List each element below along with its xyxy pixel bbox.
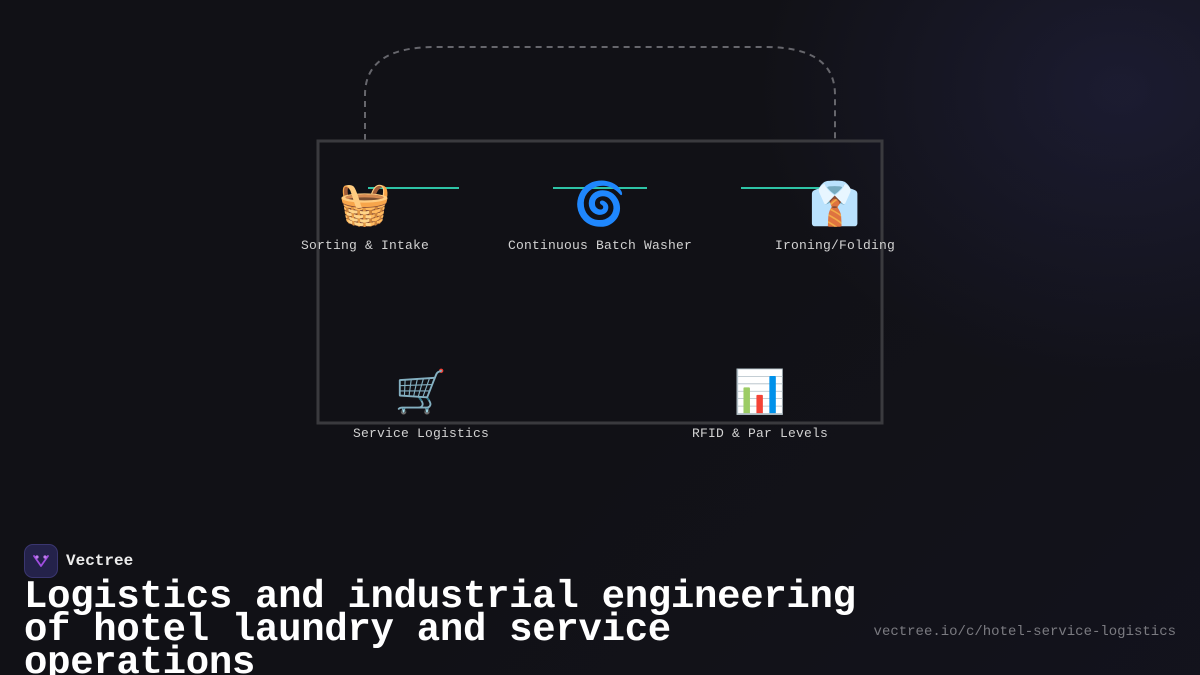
node-continuous-batch-washer: 🌀 Continuous Batch Washer: [507, 179, 693, 254]
node-label: Sorting & Intake: [300, 238, 430, 253]
shopping-cart-icon: 🛒: [394, 367, 448, 416]
node-label: RFID & Par Levels: [691, 426, 829, 441]
node-label: Ironing/Folding: [774, 238, 896, 253]
bar-chart-icon: 📊: [733, 367, 787, 416]
source-url[interactable]: vectree.io/c/hotel-service-logistics: [873, 624, 1176, 640]
return-loop-connector: [364, 46, 836, 140]
vectree-logo-icon: [24, 544, 58, 578]
brand: Vectree: [24, 544, 133, 578]
node-rfid-par-levels: 📊 RFID & Par Levels: [691, 367, 829, 442]
brand-name: Vectree: [66, 552, 134, 570]
laundry-basket-icon: 🧺: [338, 179, 392, 228]
diagram-frame: [316, 139, 884, 425]
node-ironing-folding: 👔 Ironing/Folding: [774, 179, 896, 254]
node-service-logistics: 🛒 Service Logistics: [352, 367, 490, 442]
node-label: Service Logistics: [352, 426, 490, 441]
page-title: Logistics and industrial engineering of …: [24, 575, 856, 675]
necktie-shirt-icon: 👔: [808, 179, 862, 228]
tree-vector-icon: [33, 555, 49, 567]
cyclone-icon: 🌀: [573, 179, 627, 228]
node-label: Continuous Batch Washer: [507, 238, 693, 253]
node-sorting-intake: 🧺 Sorting & Intake: [300, 179, 430, 254]
